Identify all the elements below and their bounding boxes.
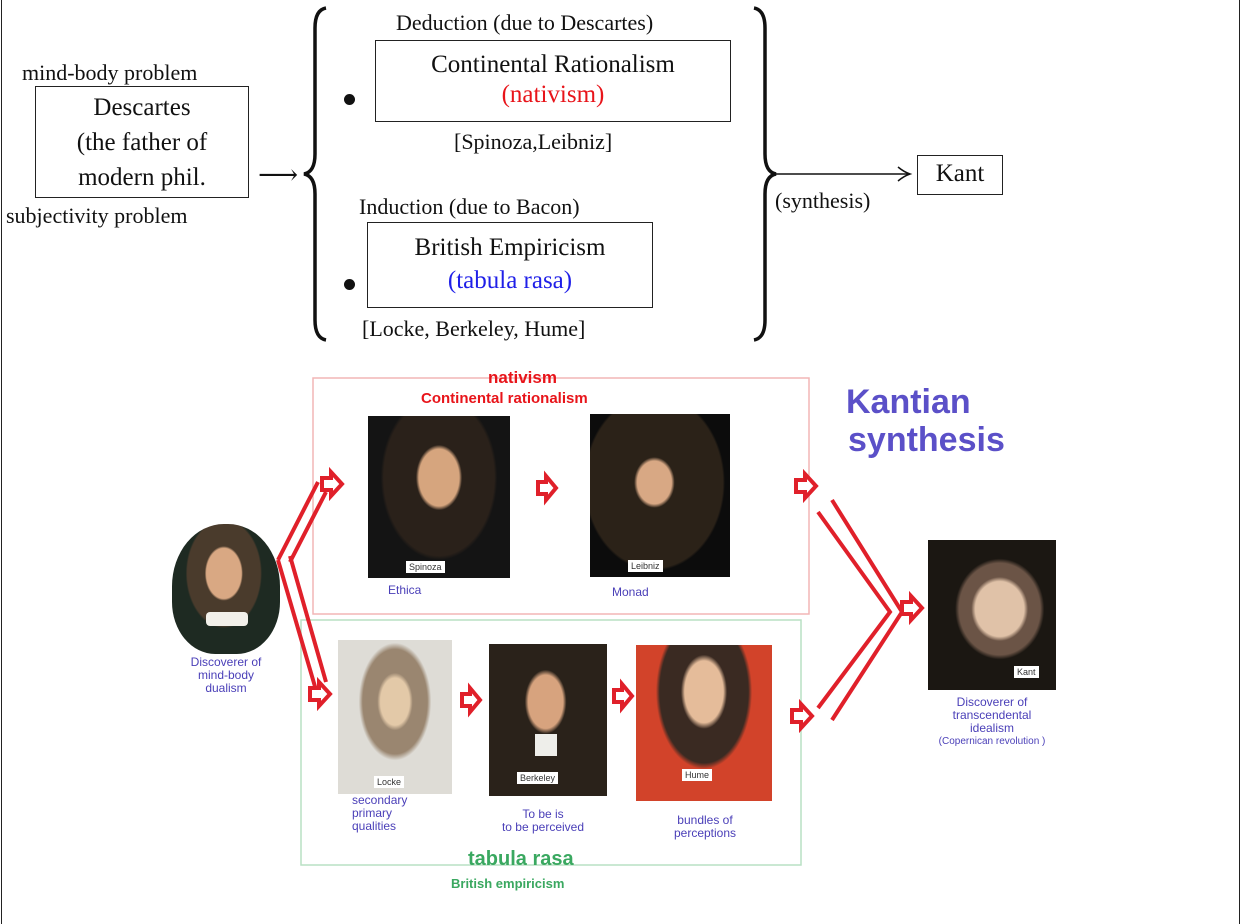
hume-portrait: Hume: [636, 645, 772, 801]
berkeley-portrait: Berkeley: [489, 644, 607, 796]
locke-portrait: Locke: [338, 640, 452, 794]
mind-body-label: mind-body problem: [22, 60, 198, 85]
descartes-caption-line-2: mind-body: [197, 668, 255, 682]
left-brace: [303, 6, 327, 342]
leibniz-portrait: Leibniz: [590, 414, 730, 577]
spinoza-caption: Ethica: [388, 583, 422, 597]
kantian-title: Kantian: [846, 383, 971, 421]
figure-tabula-title: tabula rasa: [468, 848, 574, 870]
berkeley-caption-line-1: To be is: [522, 807, 564, 821]
empiricists-list: [Locke, Berkeley, Hume]: [362, 316, 586, 341]
descartes-line-1: Descartes: [93, 94, 191, 121]
descartes-caption-line-3: dualism: [205, 681, 247, 695]
berkeley-tag: Berkeley: [517, 772, 559, 784]
kant-caption-line-2: transcendental: [952, 708, 1032, 722]
kant-portrait: Kant: [928, 540, 1056, 690]
synthesis-label: (synthesis): [775, 188, 871, 213]
right-border: [1239, 0, 1240, 924]
hume-caption: bundles of perceptions: [652, 814, 758, 840]
locke-caption-line-3: qualities: [352, 819, 397, 833]
locke-caption-line-2: primary: [352, 806, 393, 820]
kant-box: Kant: [917, 155, 1003, 195]
rationalism-title: Continental Rationalism: [431, 51, 675, 78]
hume-caption-line-2: perceptions: [673, 826, 737, 840]
descartes-caption: Discoverer of mind-body dualism: [170, 656, 282, 695]
descartes-line-3: modern phil.: [78, 164, 206, 191]
kant-caption-line-3: idealism: [969, 721, 1014, 735]
descartes-box: Descartes (the father of modern phil.: [35, 86, 249, 198]
rationalists-list: [Spinoza,Leibniz]: [454, 129, 613, 154]
descartes-line-2: (the father of: [76, 129, 208, 156]
figure-nativism-title: nativism: [488, 368, 557, 387]
kant-caption: Discoverer of transcendental idealism (C…: [914, 696, 1070, 748]
hume-tag: Hume: [682, 769, 713, 781]
kant-caption-line-4: (Copernican revolution ): [938, 736, 1046, 747]
arrow-to-brace: ⟶: [258, 160, 299, 191]
locke-caption: secondary primary qualities: [352, 794, 407, 833]
leibniz-tag: Leibniz: [628, 560, 663, 572]
kantian-sub: synthesis: [848, 421, 1005, 459]
bullet-rationalism: [344, 94, 355, 105]
subjectivity-label: subjectivity problem: [6, 203, 188, 228]
figure-nativism-sub: Continental rationalism: [421, 390, 588, 407]
kant-tag: Kant: [1014, 666, 1039, 678]
empiricism-box: British Empiricism (tabula rasa): [367, 222, 653, 308]
kant-caption-line-1: Discoverer of: [956, 695, 1028, 709]
spinoza-tag: Spinoza: [406, 561, 445, 573]
locke-tag: Locke: [374, 776, 405, 788]
bullet-empiricism: [344, 279, 355, 290]
nativism-label: (nativism): [501, 81, 605, 108]
hume-caption-line-1: bundles of: [677, 813, 733, 827]
locke-caption-line-1: secondary: [352, 793, 408, 807]
tabula-rasa-label: (tabula rasa): [447, 267, 573, 294]
berkeley-caption: To be is to be perceived: [478, 808, 608, 834]
leibniz-caption: Monad: [612, 585, 649, 599]
descartes-portrait: [172, 524, 280, 654]
berkeley-caption-line-2: to be perceived: [501, 820, 585, 834]
empiricism-title: British Empiricism: [414, 234, 606, 261]
figure-tabula-sub: British empiricism: [451, 876, 565, 891]
spinoza-portrait: Spinoza: [368, 416, 510, 578]
deduction-label: Deduction (due to Descartes): [396, 10, 654, 35]
rationalism-box: Continental Rationalism (nativism): [375, 40, 731, 122]
synthesis-arrow: [772, 166, 913, 182]
induction-label: Induction (due to Bacon): [359, 194, 580, 219]
descartes-caption-line-1: Discoverer of: [190, 655, 262, 669]
kant-label: Kant: [935, 160, 985, 187]
left-border: [1, 0, 2, 924]
